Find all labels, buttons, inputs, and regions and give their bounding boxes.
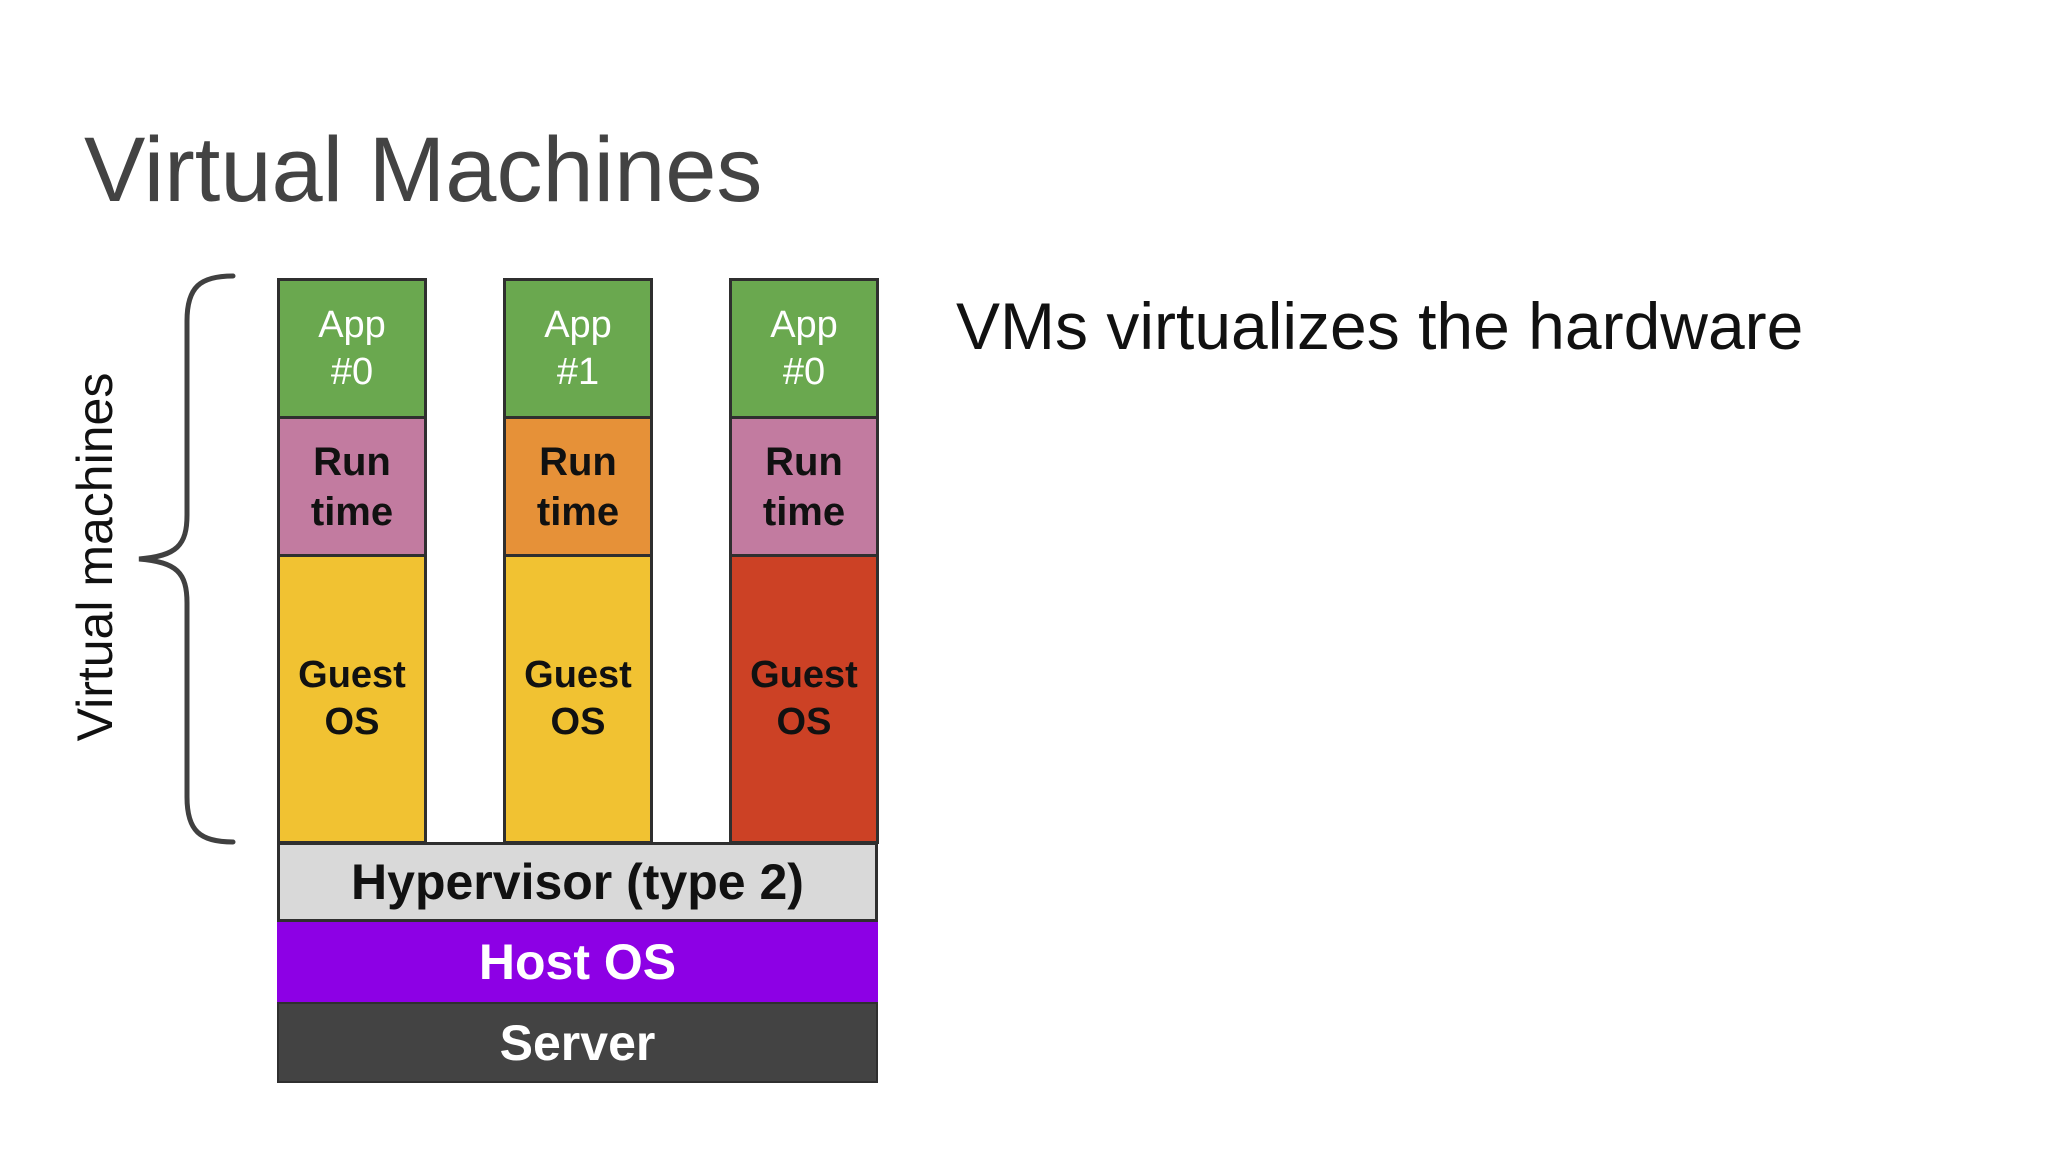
- vm-column: App #1 Run time Guest OS: [503, 278, 653, 844]
- vm-column: App #0 Run time Guest OS: [277, 278, 427, 844]
- app-block: App #1: [503, 278, 653, 419]
- guest-os-block: Guest OS: [729, 554, 879, 844]
- runtime-label-line: Run: [313, 439, 391, 484]
- app-label-line: #0: [782, 350, 826, 393]
- runtime-label-line: time: [310, 489, 394, 534]
- brace-icon: [138, 273, 236, 845]
- app-label-line: #0: [330, 350, 374, 393]
- brace-label: Virtual machines: [67, 372, 123, 742]
- guest-os-label-line: OS: [324, 701, 380, 743]
- guest-os-label-line: OS: [776, 701, 832, 743]
- runtime-label-line: time: [536, 489, 620, 534]
- brace-path: [138, 273, 236, 845]
- host-os-layer: Host OS: [277, 922, 878, 1002]
- guest-os-label-line: Guest: [298, 654, 406, 696]
- runtime-label-line: time: [762, 489, 846, 534]
- guest-os-label-line: OS: [550, 701, 606, 743]
- slide-title: Virtual Machines: [84, 119, 763, 221]
- app-label-line: #1: [556, 350, 600, 393]
- hypervisor-label: Hypervisor (type 2): [351, 854, 804, 910]
- guest-os-label-line: Guest: [750, 654, 858, 696]
- server-layer: Server: [277, 1002, 878, 1083]
- host-os-label: Host OS: [478, 934, 677, 990]
- guest-os-block: Guest OS: [277, 554, 427, 844]
- app-label-line: App: [770, 303, 838, 346]
- subtitle-text: VMs virtualizes the hardware: [956, 289, 1804, 363]
- guest-os-block: Guest OS: [503, 554, 653, 844]
- app-block: App #0: [729, 278, 879, 419]
- runtime-block: Run time: [503, 416, 653, 557]
- vm-column: App #0 Run time Guest OS: [729, 278, 879, 844]
- runtime-block: Run time: [277, 416, 427, 557]
- server-label: Server: [499, 1014, 656, 1071]
- runtime-label-line: Run: [765, 439, 843, 484]
- app-label-line: App: [544, 303, 612, 346]
- runtime-block: Run time: [729, 416, 879, 557]
- hypervisor-layer: Hypervisor (type 2): [277, 842, 878, 922]
- app-label-line: App: [318, 303, 386, 346]
- runtime-label-line: Run: [539, 439, 617, 484]
- app-block: App #0: [277, 278, 427, 419]
- guest-os-label-line: Guest: [524, 654, 632, 696]
